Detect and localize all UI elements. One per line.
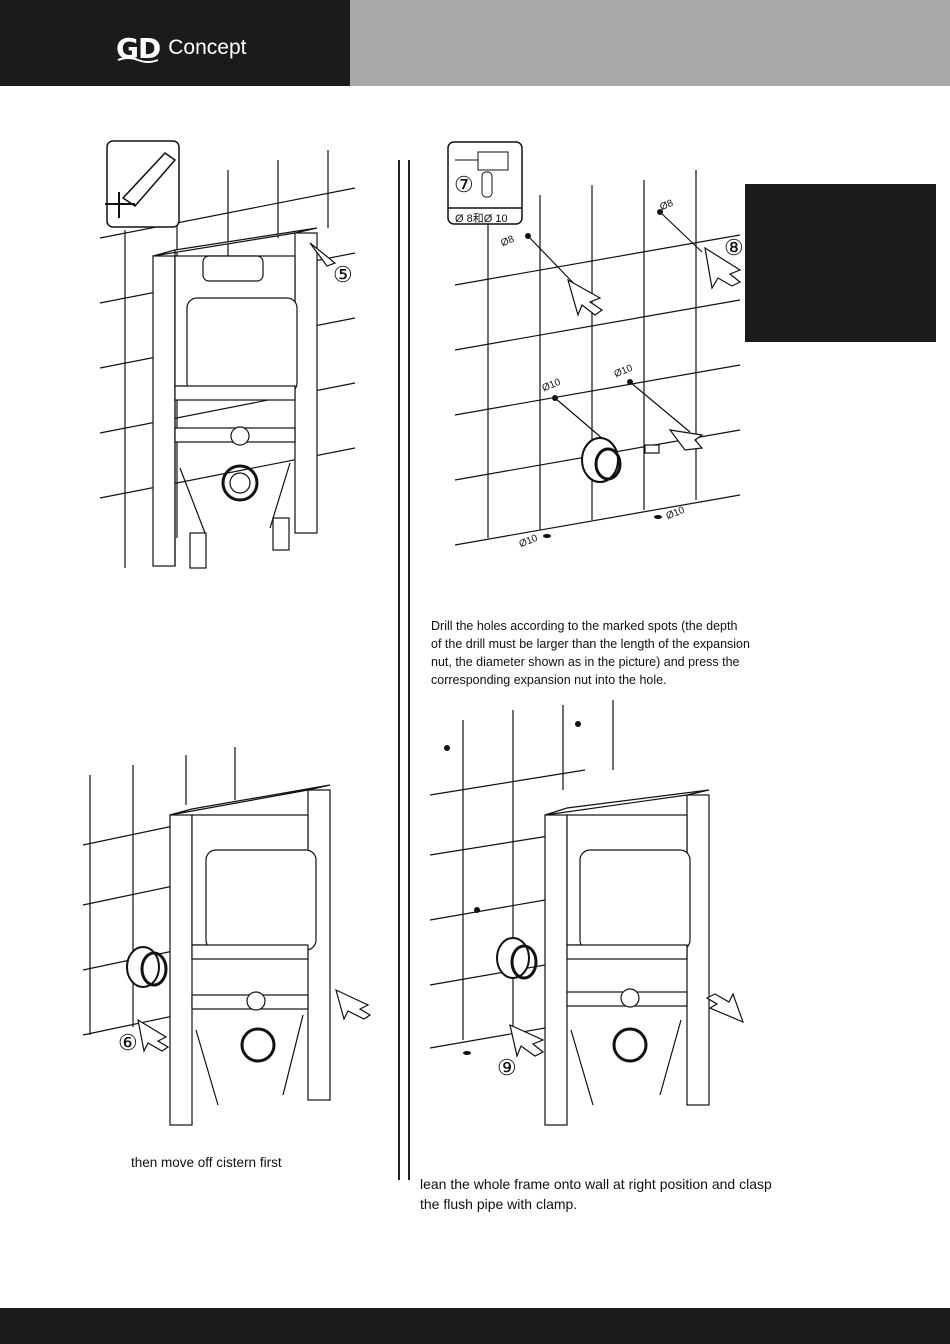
header-dark-band xyxy=(0,0,350,86)
step5-illustration xyxy=(99,140,356,569)
step-5-number: ⑤ xyxy=(333,262,353,287)
step9-illustration xyxy=(429,700,745,1126)
footer-bar xyxy=(0,1308,950,1344)
step6-illustration xyxy=(82,747,372,1126)
step-9-number: ⑨ xyxy=(497,1055,517,1080)
drill-spec-label: Ø 8和Ø 10 xyxy=(455,213,508,225)
step-7-number: ⑦ xyxy=(454,172,474,197)
column-divider-2 xyxy=(408,160,410,1180)
step-6-number: ⑥ xyxy=(118,1030,138,1055)
step7-8-illustration xyxy=(447,141,742,546)
section-tab xyxy=(745,184,936,342)
header-grey-band xyxy=(350,0,950,86)
logo-swoosh-icon xyxy=(117,57,159,63)
column-divider xyxy=(398,160,400,1180)
brand-logo: GD Concept xyxy=(116,28,246,68)
caption-move: then move off cistern first xyxy=(131,1155,282,1170)
caption-drill: Drill the holes according to the marked … xyxy=(431,619,750,687)
caption-lean: lean the whole frame onto wall at right … xyxy=(420,1176,772,1212)
logo-word: Concept xyxy=(168,36,247,59)
step-8-number: ⑧ xyxy=(724,235,744,260)
